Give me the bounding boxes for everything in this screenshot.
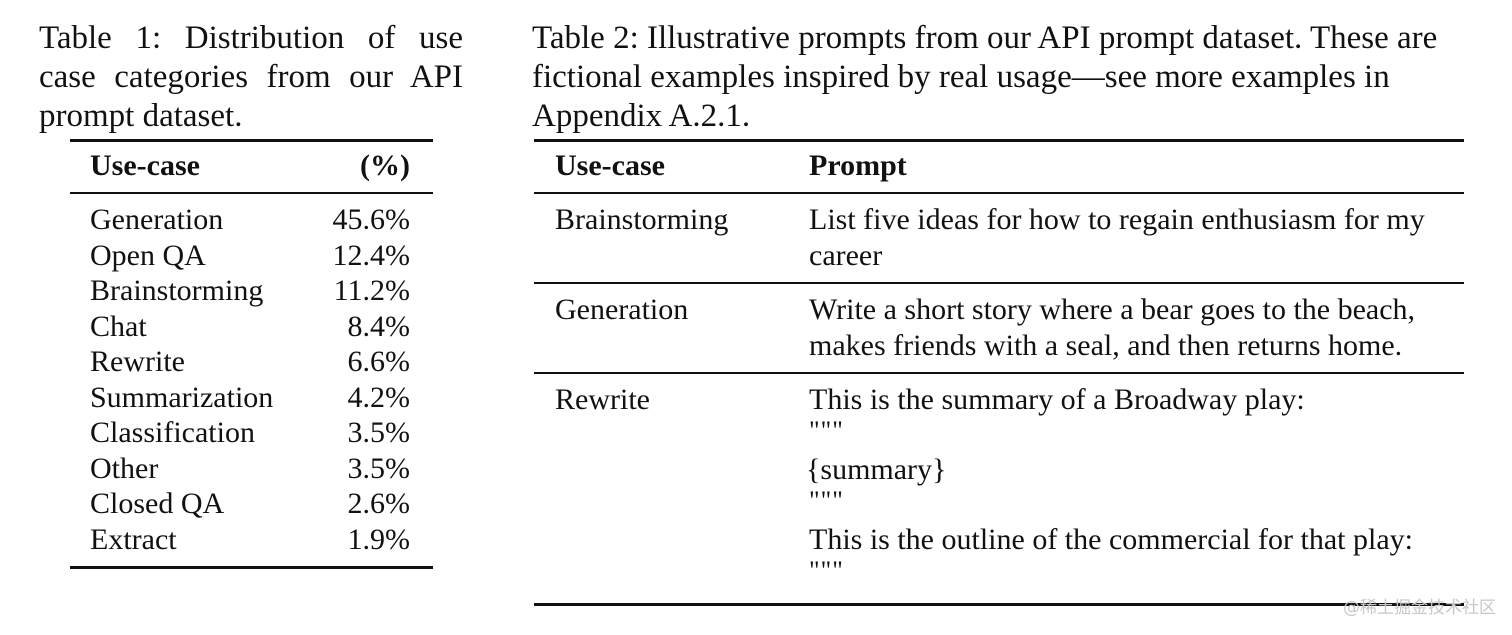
table1-percent-cell: 11.2% <box>333 274 410 307</box>
table1-usecase-cell: Summarization <box>90 380 274 414</box>
table2-header-usecase: Use-case <box>555 149 665 182</box>
prompt-quote-line: """ <box>809 486 844 515</box>
table1-percent-cell: 3.5% <box>347 451 411 485</box>
table1-percent-cell: 4.2% <box>347 380 411 414</box>
prompt-line: This is the summary of a Broadway play: <box>809 383 1305 416</box>
table-row: Rewrite 6.6% <box>70 344 433 380</box>
table2-top-rule <box>534 139 1464 142</box>
table-row: Summarization 4.2% <box>70 380 433 416</box>
table2-row-divider <box>534 372 1464 374</box>
table2-header-prompt: Prompt <box>809 149 907 182</box>
table2-prompt-cell: This is the summary of a Broadway play: … <box>806 382 1459 585</box>
table-row: Classification 3.5% <box>70 415 433 451</box>
table-row: Brainstorming 11.2% <box>70 273 433 309</box>
table1-percent-cell: 1.9% <box>347 522 411 556</box>
table2-usecase-cell: Generation <box>555 293 689 326</box>
table1-usecase-cell: Brainstorming <box>90 274 264 307</box>
table2-row-divider <box>534 282 1464 284</box>
prompt-line: List five ideas for how to regain enthus… <box>809 203 1425 236</box>
table1-usecase-cell: Generation <box>90 203 224 236</box>
table1-usecase-cell: Chat <box>90 309 147 343</box>
table1-percent-cell: 45.6% <box>332 203 411 236</box>
table1-usecase-cell: Classification <box>90 416 255 449</box>
table1-percent-cell: 2.6% <box>347 487 411 520</box>
table-row: Closed QA 2.6% <box>70 486 433 522</box>
table2-caption: Table 2: Illustrative prompts from our A… <box>532 20 1438 134</box>
table2-mid-rule <box>534 192 1464 194</box>
table1-caption: Table 1: Distribution of use case catego… <box>39 20 463 134</box>
table1-usecase-cell: Rewrite <box>90 345 185 378</box>
table1-usecase-cell: Other <box>90 451 159 485</box>
table1-usecase-cell: Open QA <box>90 238 206 272</box>
table1-header-usecase: Use-case <box>90 149 200 182</box>
table1-header-percent: (%) <box>360 149 410 182</box>
prompt-line: Write a short story where a bear goes to… <box>809 293 1416 326</box>
table1-usecase-cell: Closed QA <box>90 487 225 520</box>
table-row: Generation 45.6% <box>70 202 433 238</box>
prompt-line: career <box>809 239 883 272</box>
table1-percent-cell: 6.6% <box>347 345 411 378</box>
watermark-text: @稀土掘金技术社区 <box>1343 598 1496 618</box>
table2-usecase-cell: Brainstorming <box>555 203 729 236</box>
table-row: Extract 1.9% <box>70 522 433 558</box>
prompt-quote-line: """ <box>809 416 844 445</box>
table1-percent-cell: 3.5% <box>347 416 411 449</box>
table2-prompt-cell: List five ideas for how to regain enthus… <box>809 202 1459 274</box>
prompt-line: makes friends with a seal, and then retu… <box>809 329 1403 362</box>
table1-top-rule <box>70 139 433 142</box>
prompt-line: This is the outline of the commercial fo… <box>809 523 1413 556</box>
table-row: Chat 8.4% <box>70 309 433 345</box>
table1-mid-rule <box>70 192 433 194</box>
prompt-line: {summary} <box>806 453 947 486</box>
table-row: Other 3.5% <box>70 451 433 487</box>
table2-prompt-cell: Write a short story where a bear goes to… <box>809 292 1459 364</box>
table2-bottom-rule <box>534 603 1464 606</box>
table1-bottom-rule <box>70 566 433 569</box>
table1-percent-cell: 8.4% <box>347 309 411 343</box>
table1-usecase-cell: Extract <box>90 522 177 556</box>
table1-percent-cell: 12.4% <box>332 238 411 272</box>
table2-usecase-cell: Rewrite <box>555 383 650 416</box>
table-row: Open QA 12.4% <box>70 238 433 274</box>
prompt-quote-line: """ <box>809 556 844 585</box>
